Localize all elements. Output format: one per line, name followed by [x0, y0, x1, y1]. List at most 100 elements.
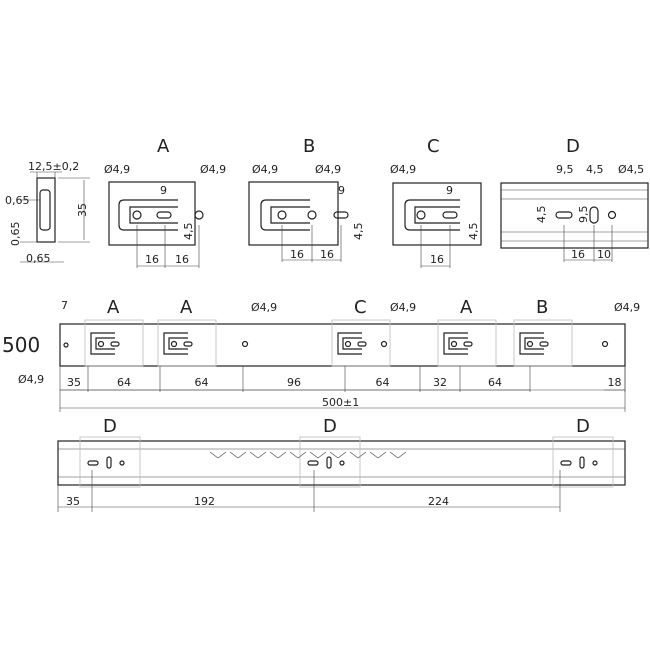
hole-dim: Ø4,9: [104, 163, 130, 176]
hole: [97, 340, 105, 348]
hole: [344, 340, 352, 348]
end-hole-dim: Ø4,9: [18, 373, 44, 386]
slot: [307, 460, 319, 466]
hole: [601, 340, 609, 348]
detail-box: [84, 319, 144, 367]
spacing-dim: 16: [571, 248, 585, 261]
section-height-dim: 35: [76, 203, 89, 217]
spacing-dim: 16: [430, 253, 444, 266]
cross-section: 12,5±0,2 35 0,65 0,65 0,65: [5, 160, 90, 265]
section-thickness-dim: 0,65: [5, 194, 30, 207]
hole-dim: Ø4,9: [315, 163, 341, 176]
total-length-dim: 500±1: [322, 396, 359, 409]
spacing-dim: 96: [287, 376, 301, 389]
hole: [380, 340, 388, 348]
ball-bearing: [349, 451, 367, 459]
slot-bracket: [443, 332, 468, 355]
slot-dim: 9,5: [577, 206, 590, 224]
ball-bearing: [369, 451, 387, 459]
hole-dim: Ø4,9: [200, 163, 226, 176]
section-thickness-dim: 0,65: [26, 252, 51, 265]
detail-box: [157, 319, 217, 367]
spacing-dim: 224: [428, 495, 449, 508]
slot-bracket: [90, 332, 115, 355]
slot-dim: 9: [446, 184, 453, 197]
hole-dim: Ø4,5: [618, 163, 644, 176]
ball-bearing: [269, 451, 287, 459]
detail-box: [331, 319, 391, 367]
spacing-dim: 64: [117, 376, 131, 389]
ball-bearing: [209, 451, 227, 459]
detail-marker: D: [576, 416, 590, 437]
slot: [106, 456, 112, 469]
detail-title: C: [427, 136, 440, 157]
detail-marker: A: [107, 297, 120, 318]
hole-callout: Ø4,9: [390, 301, 416, 314]
slot-bracket: [337, 332, 362, 355]
hole-dim: Ø4,9: [252, 163, 278, 176]
detail-box: [513, 319, 573, 367]
offset-dim: 4,5: [352, 223, 365, 241]
detail-box: [437, 319, 497, 367]
hole-callout: Ø4,9: [614, 301, 640, 314]
hole-dim: Ø4,9: [390, 163, 416, 176]
spacing-dim: 16: [145, 253, 159, 266]
detail-marker: C: [354, 297, 367, 318]
detail-title: B: [303, 136, 315, 157]
section-width-dim: 12,5±0,2: [28, 160, 79, 173]
detail-marker: A: [460, 297, 473, 318]
end-offset-dim: 7: [61, 299, 68, 312]
slot-bracket: [519, 332, 544, 355]
ball-bearing: [309, 451, 327, 459]
hole: [526, 340, 534, 348]
ball-bearing: [249, 451, 267, 459]
detail-box: [79, 436, 141, 488]
ball-bearing: [289, 451, 307, 459]
offset-dim: 4,5: [182, 223, 195, 241]
slot: [463, 341, 473, 347]
slot: [326, 456, 332, 469]
hole-callout: Ø4,9: [251, 301, 277, 314]
ball-bearing: [389, 451, 407, 459]
detail-a: A Ø4,9 Ø4,9 9 4,5 16 16: [104, 136, 226, 268]
detail-c: C Ø4,9 9 4,5 16: [390, 136, 482, 268]
detail-marker: A: [180, 297, 193, 318]
slot-dim: 9,5: [556, 163, 574, 176]
detail-marker: D: [323, 416, 337, 437]
hole: [241, 340, 249, 348]
slot-dim: 9: [160, 184, 167, 197]
spacing-dim: 35: [66, 495, 80, 508]
spacing-dim: 32: [433, 376, 447, 389]
slot-bracket: [163, 332, 188, 355]
hole: [170, 340, 178, 348]
ball-bearing: [329, 451, 347, 459]
detail-marker: B: [536, 297, 548, 318]
detail-box: [299, 436, 361, 488]
ball-bearing: [229, 451, 247, 459]
hole: [339, 460, 345, 466]
hole: [450, 340, 458, 348]
slot: [87, 460, 99, 466]
slot: [560, 460, 572, 466]
spacing-dim: 35: [67, 376, 81, 389]
spacing-dim: 10: [597, 248, 611, 261]
slot-dim: 4,5: [535, 206, 548, 224]
detail-title: A: [157, 136, 170, 157]
slot: [579, 456, 585, 469]
offset-dim: 4,5: [467, 223, 480, 241]
detail-title: D: [566, 136, 580, 157]
section-thickness-dim: 0,65: [9, 222, 22, 247]
spacing-dim: 16: [290, 248, 304, 261]
detail-box: [552, 436, 614, 488]
slot: [110, 341, 120, 347]
detail-d: D 9,5 4,5 Ø4,5 4,5 9,5 16 10: [500, 136, 649, 262]
slot-dim: 9: [338, 184, 345, 197]
slot: [183, 341, 193, 347]
slot: [357, 341, 367, 347]
length-label: 500: [2, 333, 40, 357]
spacing-dim: 16: [175, 253, 189, 266]
detail-b: B Ø4,9 Ø4,9 9 4,5 16 16: [248, 136, 365, 262]
